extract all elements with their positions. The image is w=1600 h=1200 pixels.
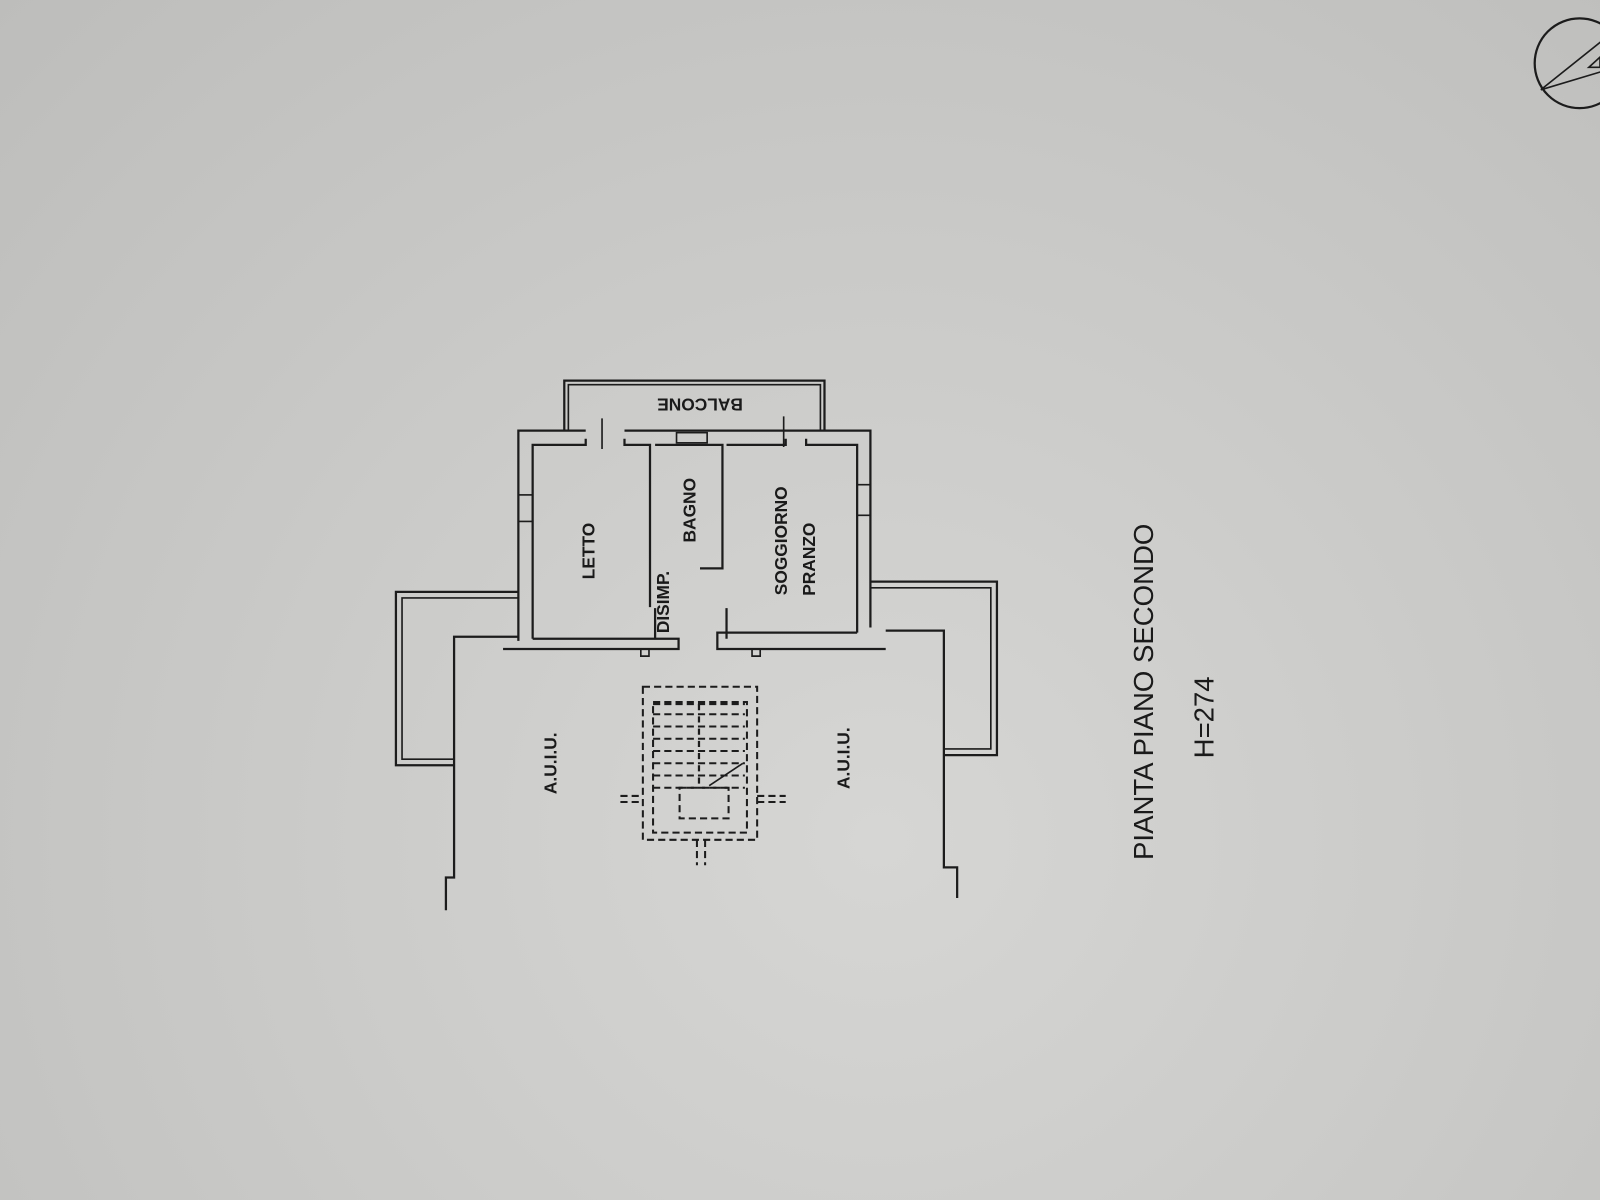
ceiling-height-note: H=274 <box>1188 676 1219 758</box>
room-label-other-unit-left: A.U.I.U. <box>541 732 561 794</box>
north-arrow-icon <box>1533 17 1600 110</box>
room-label-dining: PRANZO <box>799 523 819 596</box>
room-label-hallway: DISIMP. <box>653 571 673 633</box>
terraces <box>394 580 999 767</box>
balcony <box>563 379 826 431</box>
staircase <box>620 685 786 866</box>
apartment-walls <box>503 416 886 657</box>
common-area-walls <box>444 629 959 911</box>
room-label-bathroom: BAGNO <box>679 478 699 542</box>
plan-title: PIANTA PIANO SECONDO <box>1128 524 1159 860</box>
room-label-balcony: BALCONE <box>657 394 743 414</box>
room-label-other-unit-right: A.U.I.U. <box>833 727 853 789</box>
room-label-living: SOGGIORNO <box>771 486 791 595</box>
room-label-bedroom: LETTO <box>578 523 598 579</box>
